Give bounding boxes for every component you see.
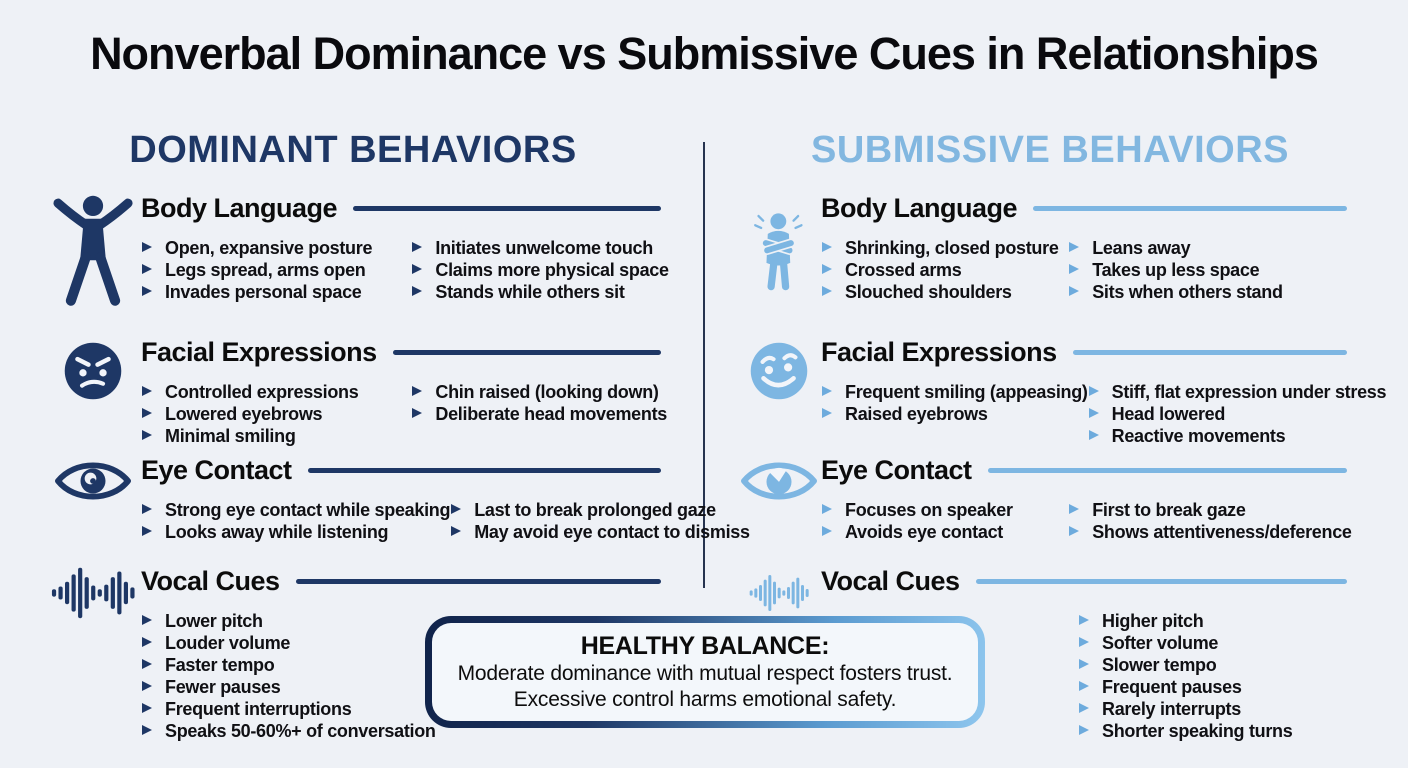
dominant-eye-contact-section: Eye Contact Strong eye contact while spe… [45,454,750,543]
bullet-item: Shows attentiveness/deference [1068,521,1352,543]
heading-rule [353,205,661,211]
heading-rule [295,578,661,584]
smiling-face-icon [737,340,821,402]
bullet-item: Shrinking, closed posture [821,237,1068,259]
bullet-list: Chin raised (looking down)Deliberate hea… [411,381,667,447]
bullet-item: Looks away while listening [141,521,450,543]
section-title: Facial Expressions [821,337,1057,367]
section-title: Facial Expressions [141,337,377,367]
bullet-item: Avoids eye contact [821,521,1068,543]
bullet-item: Lower pitch [141,610,436,632]
soundwave-icon [45,565,141,621]
bullet-item: Raised eyebrows [821,403,1088,425]
bullet-item: First to break gaze [1068,499,1351,521]
bullet-item: Faster tempo [141,654,436,676]
bullet-item: Controlled expressions [141,381,411,403]
bullet-item: Last to break prolonged gaze [450,499,750,521]
section-title: Vocal Cues [141,566,280,596]
balance-line-2: Excessive control harms emotional safety… [513,687,897,711]
bullet-item: Invades personal space [141,281,411,303]
bullet-item: Legs spread, arms open [141,259,411,281]
bullet-item: Stands while others sit [411,281,668,303]
lowered-eye-icon [737,456,821,506]
bullet-item: Frequent interruptions [141,698,436,720]
stern-face-icon [45,340,141,402]
bullet-item: Reactive movements [1088,425,1387,447]
dominant-header: DOMINANT BEHAVIORS [129,129,577,171]
bullet-item: Shorter speaking turns [1078,720,1325,742]
section-title: Body Language [141,193,338,223]
bullet-item: Minimal smiling [141,425,411,447]
bullet-item: May avoid eye contact to dismiss [450,521,750,543]
section-title: Eye Contact [821,455,972,485]
bullet-item: Leans away [1068,237,1347,259]
heading-rule [307,467,661,473]
balance-title: HEALTHY BALANCE: [580,631,830,660]
section-title: Eye Contact [141,455,292,485]
heading-rule [975,578,1347,584]
bullet-item: Strong eye contact while speaking [141,499,450,521]
soundwave-icon [737,573,821,613]
bullet-item: Deliberate head movements [411,403,667,425]
page-title: Nonverbal Dominance vs Submissive Cues i… [90,28,1319,79]
bullet-item: Claims more physical space [411,259,669,281]
bullet-item: Higher pitch [1078,610,1325,632]
bullet-item: Fewer pauses [141,676,436,698]
balance-line-1: Moderate dominance with mutual respect f… [457,661,953,685]
bullet-item: Louder volume [141,632,436,654]
bullet-item: Chin raised (looking down) [411,381,667,403]
eye-icon [45,456,141,506]
bullet-item: Sits when others stand [1068,281,1347,303]
column-divider [703,142,705,588]
bullet-item: Softer volume [1078,632,1325,654]
bullet-item: Takes up less space [1068,259,1347,281]
submissive-column: SUBMISSIVE BEHAVIORS [737,128,1387,742]
bullet-item: Open, expansive posture [141,237,411,259]
heading-rule [392,349,661,355]
closed-person-icon [737,192,821,310]
bullet-item: Focuses on speaker [821,499,1068,521]
bullet-item: Rarely interrupts [1078,698,1325,720]
bullet-item: Speaks 50-60%+ of conversation [141,720,436,742]
bullet-item: Head lowered [1088,403,1387,425]
section-title: Body Language [821,193,1018,223]
bullet-list: Frequent smiling (appeasing)Raised eyebr… [821,381,1088,447]
heading-rule [987,467,1347,473]
bullet-item: Frequent smiling (appeasing) [821,381,1088,403]
dominant-facial-expressions-section: Facial Expressions Controlled expression… [45,336,667,447]
expansive-person-icon [45,192,141,310]
healthy-balance-box: HEALTHY BALANCE: Moderate dominance with… [425,616,985,728]
bullet-item: Slouched shoulders [821,281,1068,303]
bullet-item: Stiff, flat expression under stress [1088,381,1387,403]
section-title: Vocal Cues [821,566,960,596]
heading-rule [1033,205,1347,211]
submissive-header: SUBMISSIVE BEHAVIORS [810,129,1290,171]
bullet-item: Frequent pauses [1078,676,1325,698]
heading-rule [1072,349,1347,355]
bullet-item: Crossed arms [821,259,1068,281]
bullet-item: Slower tempo [1078,654,1325,676]
submissive-facial-expressions-section: Facial Expressions Frequent smiling (app… [737,336,1387,447]
bullet-item: Lowered eyebrows [141,403,411,425]
dominant-column: DOMINANT BEHAVIORS Body Language [45,128,750,742]
bullet-item: Initiates unwelcome touch [411,237,668,259]
healthy-balance-inner: HEALTHY BALANCE: Moderate dominance with… [432,623,978,721]
